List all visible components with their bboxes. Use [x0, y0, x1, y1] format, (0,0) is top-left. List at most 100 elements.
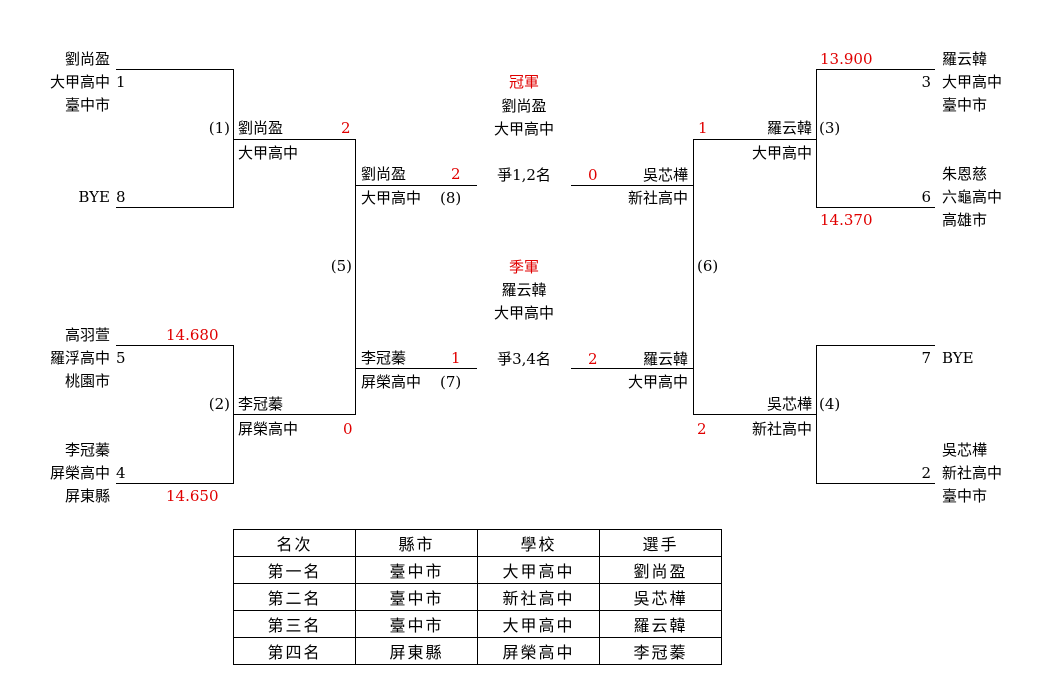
ranking-cell: 大甲高中: [477, 610, 600, 638]
final-title: 爭1,2名: [497, 166, 551, 184]
bracket-line: [116, 69, 234, 70]
ranking-cell: 臺中市: [355, 583, 478, 611]
match-label-4: (4): [819, 395, 841, 413]
ranking-table: 名次 縣市 學校 選手 第一名 臺中市 大甲高中 劉尚盈 第二名 臺中市 新社高…: [233, 529, 722, 665]
final-right-name: 吳芯樺: [642, 166, 688, 184]
ranking-cell: 第二名: [233, 583, 356, 611]
ranking-cell: 第一名: [233, 556, 356, 584]
bracket-line: [233, 69, 234, 207]
ranking-cell: 屏榮高中: [477, 637, 600, 665]
third-title: 季軍: [508, 258, 539, 276]
match-winner-school-4: 新社高中: [751, 420, 812, 438]
player-score-3: 13.900: [820, 50, 873, 68]
player-name-6: 朱恩慈: [942, 165, 988, 183]
bronze-right-score: 2: [588, 350, 598, 368]
ranking-cell: 第四名: [233, 637, 356, 665]
player-city-6: 高雄市: [942, 211, 988, 229]
player-seed-2: 2: [921, 464, 931, 482]
match-label-1: (1): [208, 119, 230, 137]
player-school-4: 屏榮高中: [49, 464, 110, 482]
match-label-8: (8): [440, 189, 462, 207]
bracket-line: [571, 185, 694, 186]
final-right-score: 0: [588, 166, 598, 184]
bronze-right-school: 大甲高中: [627, 373, 688, 391]
ranking-header-row: 名次 縣市 學校 選手: [233, 529, 722, 557]
player-name-4: 李冠蓁: [64, 441, 110, 459]
player-seed-6: 6: [921, 188, 931, 206]
ranking-cell: 李冠蓁: [599, 637, 722, 665]
match-winner-school-3: 大甲高中: [751, 144, 812, 162]
bracket-line: [355, 368, 477, 369]
player-city-3: 臺中市: [942, 96, 988, 114]
match-score-2: 0: [343, 420, 353, 438]
ranking-cell: 吳芯樺: [599, 583, 722, 611]
bracket-line: [693, 139, 694, 415]
bronze-left-score: 1: [451, 349, 461, 367]
bronze-left-school: 屏榮高中: [361, 373, 422, 391]
player-seed-8: 8: [116, 188, 126, 206]
ranking-cell: 羅云韓: [599, 610, 722, 638]
bronze-right-name: 羅云韓: [642, 350, 688, 368]
final-left-score: 2: [451, 165, 461, 183]
table-row: 第三名 臺中市 大甲高中 羅云韓: [233, 610, 722, 638]
player-school-6: 六龜高中: [942, 188, 1003, 206]
ranking-header-cell: 學校: [477, 529, 600, 557]
ranking-cell: 劉尚盈: [599, 556, 722, 584]
bracket-line: [116, 483, 234, 484]
player-city-5: 桃園市: [64, 372, 110, 390]
player-name-8: BYE: [78, 188, 110, 206]
bracket-line: [816, 69, 817, 207]
bracket-line: [571, 368, 694, 369]
final-right-school: 新社高中: [627, 189, 688, 207]
match-label-2: (2): [208, 395, 230, 413]
player-name-3: 羅云韓: [942, 50, 988, 68]
match-winner-3: 羅云韓: [766, 119, 812, 137]
ranking-header-cell: 縣市: [355, 529, 478, 557]
ranking-cell: 新社高中: [477, 583, 600, 611]
match-winner-4: 吳芯樺: [766, 395, 812, 413]
champion-name: 劉尚盈: [501, 97, 547, 115]
player-score-4: 14.650: [166, 487, 219, 505]
match-score-4: 2: [697, 420, 707, 438]
champion-school: 大甲高中: [493, 120, 554, 138]
player-school-3: 大甲高中: [942, 73, 1003, 91]
match-winner-school-1: 大甲高中: [238, 144, 299, 162]
player-seed-3: 3: [921, 73, 931, 91]
bracket-line: [693, 414, 817, 415]
ranking-header-cell: 名次: [233, 529, 356, 557]
player-seed-1: 1: [116, 73, 126, 91]
third-name: 羅云韓: [501, 281, 547, 299]
match-label-3: (3): [819, 119, 841, 137]
match-score-3: 1: [698, 119, 708, 137]
table-row: 第四名 屏東縣 屏榮高中 李冠蓁: [233, 637, 722, 665]
bronze-title: 爭3,4名: [497, 350, 551, 368]
player-name-2: 吳芯樺: [942, 441, 988, 459]
match-label-7: (7): [440, 373, 462, 391]
player-seed-5: 5: [116, 349, 126, 367]
player-city-1: 臺中市: [64, 96, 110, 114]
ranking-cell: 臺中市: [355, 556, 478, 584]
champion-title: 冠軍: [508, 73, 539, 91]
player-school-2: 新社高中: [942, 464, 1003, 482]
match-label-6: (6): [697, 257, 719, 275]
table-row: 第二名 臺中市 新社高中 吳芯樺: [233, 583, 722, 611]
match-winner-2: 李冠蓁: [238, 395, 284, 413]
bracket-line: [816, 483, 935, 484]
bracket-line: [116, 207, 234, 208]
bronze-left-name: 李冠蓁: [361, 349, 407, 367]
player-seed-7: 7: [921, 349, 931, 367]
bracket-line: [355, 185, 477, 186]
bracket-line: [233, 139, 355, 140]
match-score-1: 2: [341, 119, 351, 137]
ranking-cell: 大甲高中: [477, 556, 600, 584]
ranking-cell: 第三名: [233, 610, 356, 638]
bracket-line: [693, 139, 817, 140]
ranking-header-cell: 選手: [599, 529, 722, 557]
final-left-school: 大甲高中: [361, 189, 422, 207]
match-winner-1: 劉尚盈: [238, 119, 284, 137]
player-school-1: 大甲高中: [49, 73, 110, 91]
match-winner-school-2: 屏榮高中: [238, 420, 299, 438]
third-school: 大甲高中: [493, 304, 554, 322]
bracket-line: [816, 345, 935, 346]
bracket-line: [233, 414, 355, 415]
